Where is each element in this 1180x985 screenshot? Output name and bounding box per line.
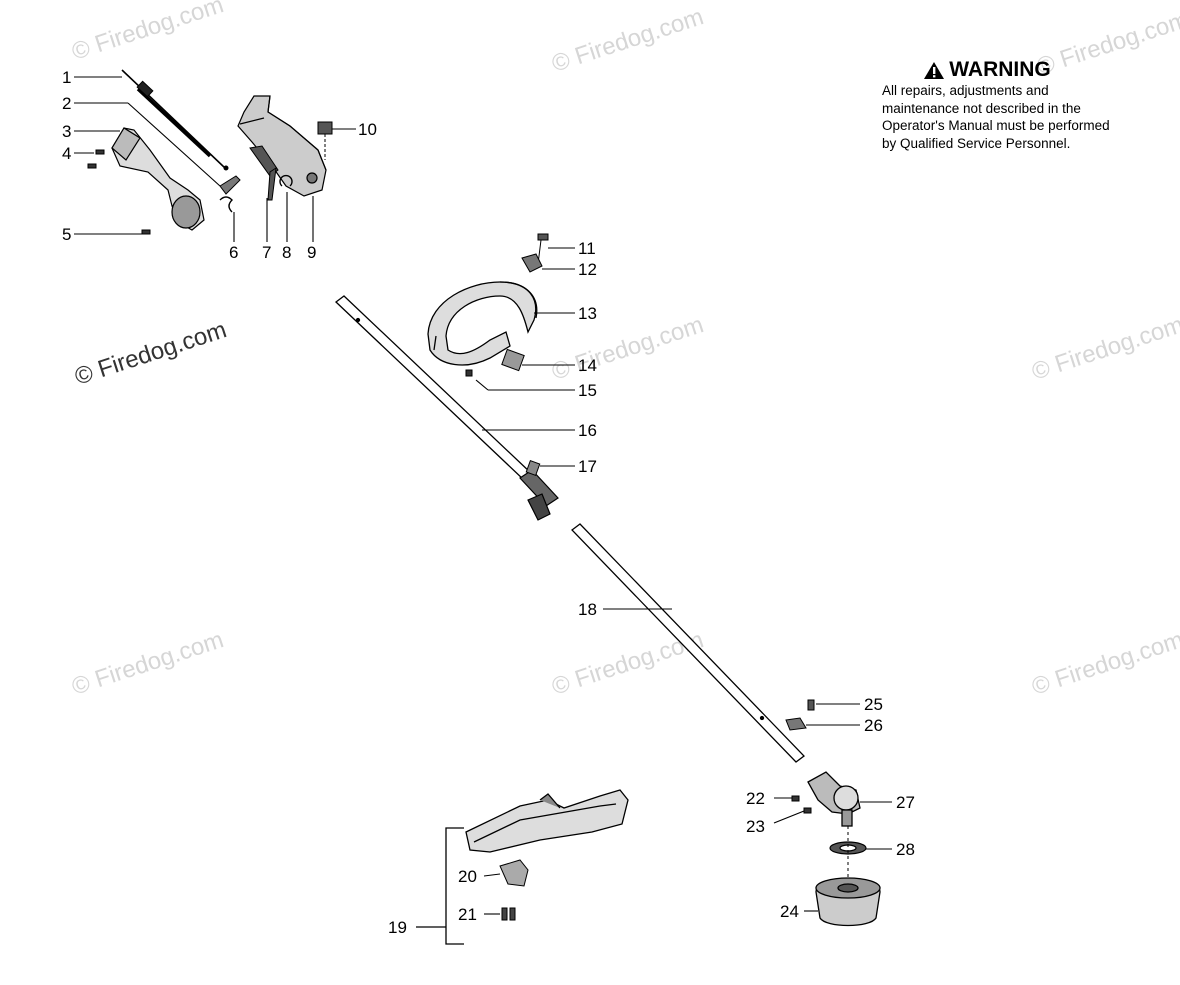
handle-nut <box>465 369 473 377</box>
watermark: © Firedog.com <box>549 3 707 77</box>
guard-screws <box>501 907 516 921</box>
handle-knob <box>521 253 543 273</box>
shaft-bolt <box>807 699 815 711</box>
warning-triangle-icon <box>924 61 945 79</box>
shaft-coupler <box>519 469 559 521</box>
shaft-bracket <box>785 717 807 731</box>
trimmer-head <box>815 877 881 927</box>
watermark: © Firedog.com <box>549 311 707 385</box>
spring-part <box>219 196 233 213</box>
watermark: © Firedog.com <box>1029 626 1180 700</box>
callout-2: 2 <box>62 94 71 113</box>
callout-13: 13 <box>578 304 597 323</box>
trigger-spring <box>279 174 293 187</box>
handle-housing <box>237 95 327 197</box>
callout-10: 10 <box>358 120 377 139</box>
screws <box>87 149 151 235</box>
callout-15: 15 <box>578 381 597 400</box>
cable-clip <box>219 175 241 195</box>
callout-11: 11 <box>578 239 596 258</box>
callout-28: 28 <box>896 840 915 859</box>
callout-7: 7 <box>262 243 271 262</box>
gear-head <box>807 771 861 827</box>
callout-5: 5 <box>62 225 71 244</box>
callout-25: 25 <box>864 695 883 714</box>
watermark: © Firedog.com <box>1029 311 1180 385</box>
callout-20: 20 <box>458 867 477 886</box>
callout-17: 17 <box>578 457 597 476</box>
handle-bolt <box>537 233 549 265</box>
handle-clamp <box>501 348 525 372</box>
callout-26: 26 <box>864 716 883 735</box>
callout-numbers: 1 2 3 4 5 6 7 8 9 10 11 12 13 14 15 16 1… <box>62 68 915 937</box>
grass-guard <box>465 789 629 853</box>
watermark: © Firedog.com <box>69 0 227 66</box>
callout-22: 22 <box>746 789 765 808</box>
callout-16: 16 <box>578 421 597 440</box>
warning-text: All repairs, adjustments and maintenance… <box>882 83 1110 151</box>
guard-blade <box>499 859 529 887</box>
callout-1: 1 <box>62 68 71 87</box>
trigger <box>249 145 279 201</box>
gear-screws <box>791 795 812 814</box>
callout-23: 23 <box>746 817 765 836</box>
switch <box>317 121 333 160</box>
callout-4: 4 <box>62 144 71 163</box>
callout-8: 8 <box>282 243 291 262</box>
callout-19: 19 <box>388 918 407 937</box>
callout-14: 14 <box>578 356 597 375</box>
callout-12: 12 <box>578 260 597 279</box>
leader-lines <box>74 76 892 915</box>
watermark: © Firedog.com <box>69 626 227 700</box>
callout-9: 9 <box>307 243 316 262</box>
guard-bracket <box>416 827 464 945</box>
callout-24: 24 <box>780 902 799 921</box>
callout-6: 6 <box>229 243 238 262</box>
assist-handle <box>427 281 538 366</box>
watermark-dark: © Firedog.com <box>72 316 230 390</box>
warning-notice: WARNING All repairs, adjustments and mai… <box>882 58 1122 152</box>
callout-3: 3 <box>62 122 71 141</box>
callout-18: 18 <box>578 600 597 619</box>
warning-title: WARNING <box>949 58 1051 81</box>
lower-shaft <box>571 523 805 763</box>
callout-21: 21 <box>458 905 477 924</box>
warning-heading: WARNING <box>852 58 1122 82</box>
throttle-cable <box>121 69 229 171</box>
callout-27: 27 <box>896 793 915 812</box>
coupler-button <box>525 460 541 476</box>
engine-cover <box>111 127 205 231</box>
